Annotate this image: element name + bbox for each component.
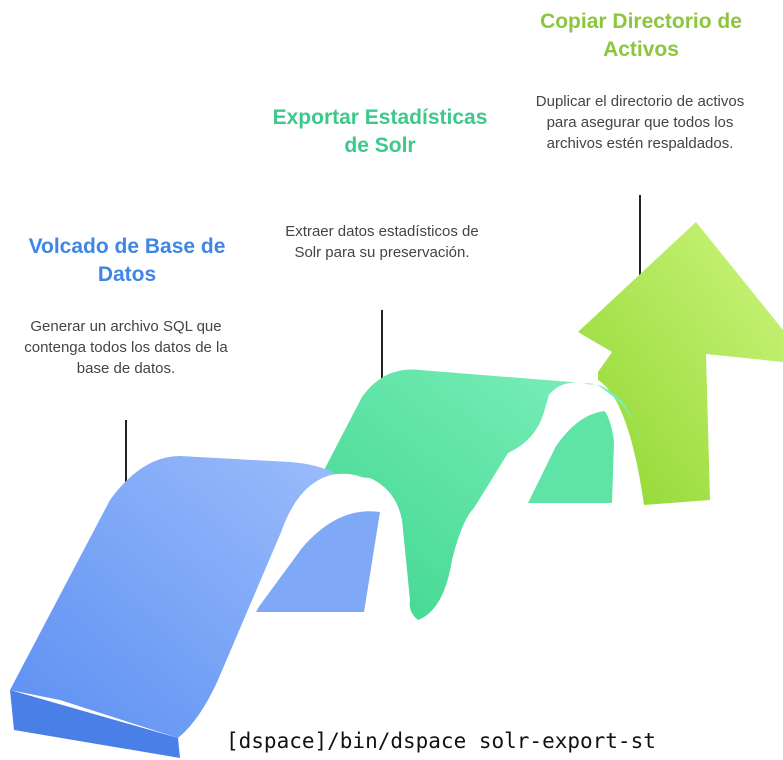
step-1-description: Generar un archivo SQL que contenga todo…: [24, 318, 228, 377]
blue-ribbon-fold: [10, 690, 180, 758]
green-back-panel: [528, 410, 618, 503]
step-1-title: Volcado de Base de Datos: [28, 235, 226, 286]
green-ribbon-step: [322, 369, 640, 620]
blue-back-panel: [255, 511, 380, 612]
step-3-title: Copiar Directorio de Activos: [540, 10, 742, 61]
lime-arrow-step: [578, 222, 783, 505]
step-2-description: Extraer datos estadísticos de Solr para …: [285, 223, 479, 261]
blue-ribbon-arch: [250, 473, 408, 612]
blue-ribbon-step: [10, 456, 336, 738]
step-3-description: Duplicar el directorio de activos para a…: [535, 93, 745, 152]
green-ribbon-arch: [548, 382, 626, 503]
command-line-text: [dspace]/bin/dspace solr-export-st: [226, 729, 656, 753]
step-2-title: Exportar Estadísticas de Solr: [272, 106, 488, 157]
